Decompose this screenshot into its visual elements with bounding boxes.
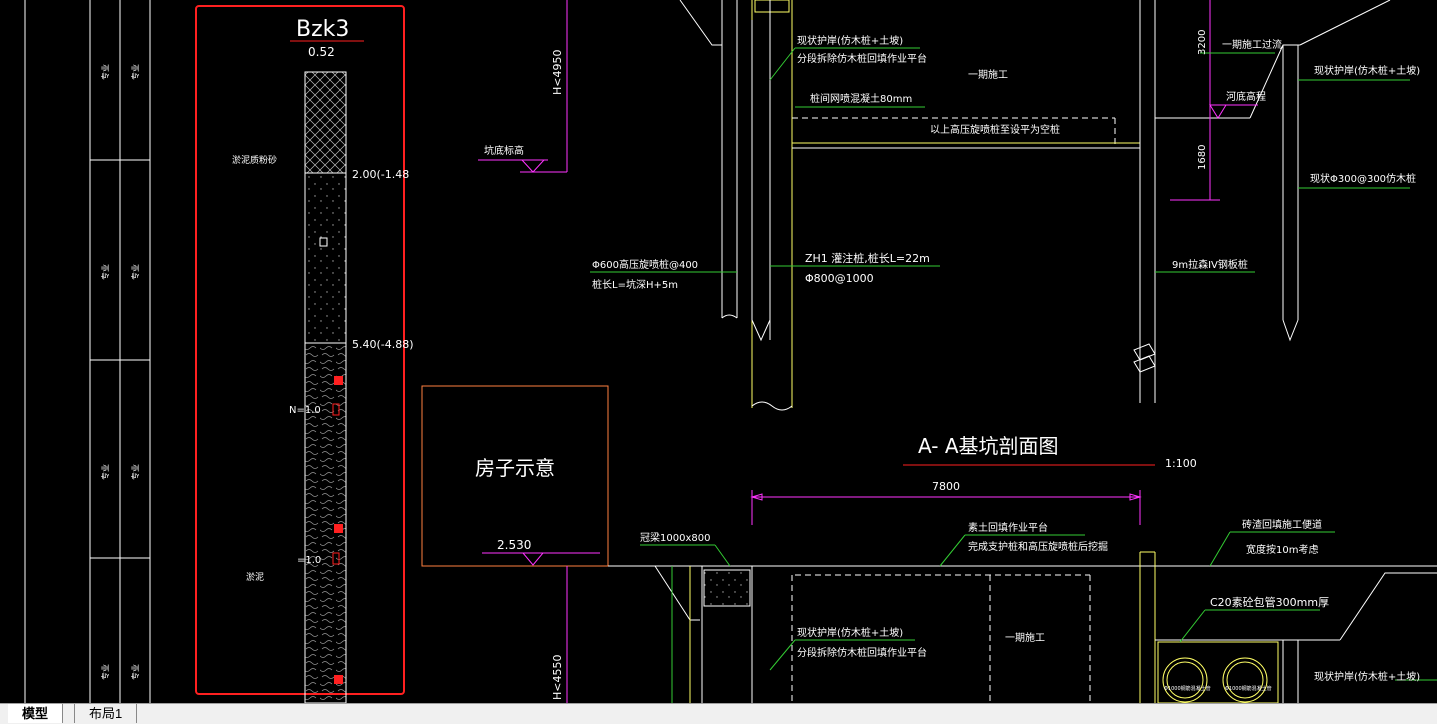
c20-label: C20素砼包管300mm厚 bbox=[1210, 595, 1329, 609]
section-scale: 1:100 bbox=[1165, 457, 1197, 470]
steel-sheet-label: 9m拉森IV钢板桩 bbox=[1172, 258, 1248, 271]
n-value-2: =1.0 bbox=[297, 555, 321, 566]
selection-highlight-box[interactable] bbox=[195, 5, 405, 695]
layout-tab-bar: 模型 布局1 bbox=[0, 703, 1437, 724]
borehole-title: Bzk3 bbox=[296, 17, 349, 42]
h-dim-label: H<4950 bbox=[551, 50, 564, 95]
pit-bottom-label: 坑底标高 bbox=[484, 144, 524, 157]
borehole-elevation: 0.52 bbox=[308, 45, 335, 59]
house-outline bbox=[421, 385, 609, 567]
demolish-label: 分段拆除仿木桩回填作业平台 bbox=[797, 52, 927, 65]
jet-grout-label: Φ600高压旋喷桩@400 bbox=[592, 258, 698, 271]
lower-section-lines bbox=[566, 490, 1437, 703]
house-label: 房子示意 bbox=[475, 456, 555, 480]
upper-section-lines bbox=[478, 0, 1410, 411]
riverbed-label: 河底高程 bbox=[1226, 90, 1266, 103]
layer1-label: 淤泥质粉砂 bbox=[232, 154, 277, 166]
cad-drawing-canvas[interactable]: 专业 专业 专业 专业 专业 专业 专业 专业 Bzk3 0.52 淤泥质粉砂 … bbox=[0, 0, 1437, 703]
beam-label: 冠梁1000x800 bbox=[640, 531, 710, 544]
strip-cell-label: 专业 bbox=[100, 264, 110, 280]
section-title: A- A基坑剖面图 bbox=[918, 434, 1059, 458]
strip-cell-label: 专业 bbox=[130, 664, 140, 680]
road-label-2: 宽度按10m考虑 bbox=[1246, 543, 1318, 556]
n-value-1: N=1.0 bbox=[289, 405, 321, 416]
house-elev-triangle bbox=[521, 552, 545, 566]
tab-layout1[interactable]: 布局1 bbox=[74, 704, 138, 723]
jet-length-label: 桩长L=坑深H+5m bbox=[592, 278, 678, 291]
strip-cell-label: 专业 bbox=[100, 64, 110, 80]
borehole-column bbox=[304, 71, 347, 703]
strip-cell-label: 专业 bbox=[100, 464, 110, 480]
dim-7800: 7800 bbox=[932, 480, 960, 493]
revet-right-label: 现状护岸(仿木桩+土坡) bbox=[1314, 64, 1420, 77]
zh1-label: ZH1 灌注桩,桩长L=22m bbox=[805, 251, 930, 265]
left-table-strip bbox=[24, 0, 151, 703]
dim-1680: 1680 bbox=[1197, 145, 1208, 170]
layer2-label: 淤泥 bbox=[246, 571, 264, 583]
revet-right-label-lower: 现状护岸(仿木桩+土坡) bbox=[1314, 670, 1420, 683]
phase1-label: 一期施工 bbox=[968, 68, 1008, 81]
dig-after-label: 完成支护桩和高压旋喷桩后挖掘 bbox=[968, 540, 1108, 553]
strip-cell-label: 专业 bbox=[100, 664, 110, 680]
jet-above-label: 以上高压旋喷桩至设平为空桩 bbox=[930, 123, 1060, 136]
strip-cell-label: 专业 bbox=[130, 464, 140, 480]
fill-platform-label: 素土回填作业平台 bbox=[968, 521, 1048, 534]
dim-3200: 3200 bbox=[1197, 30, 1208, 55]
timber-pile-label: 现状Φ300@300仿木桩 bbox=[1310, 172, 1416, 185]
road-label-1: 砖渣回填施工便道 bbox=[1242, 518, 1322, 531]
depth2-label: 5.40(-4.88) bbox=[352, 338, 414, 351]
revet-label-lower: 现状护岸(仿木桩+土坡) bbox=[797, 626, 903, 639]
strip-cell-label: 专业 bbox=[130, 264, 140, 280]
demolish-label-lower: 分段拆除仿木桩回填作业平台 bbox=[797, 646, 927, 659]
pipe1-label: Φ1000钢筋混凝土管 bbox=[1164, 685, 1211, 692]
sample-markers bbox=[332, 376, 343, 684]
depth1-label: 2.00(-1.48 bbox=[352, 168, 409, 181]
diversion-label: 一期施工过流 bbox=[1222, 38, 1282, 51]
zh1-spacing-label: Φ800@1000 bbox=[805, 272, 874, 285]
mesh-label: 桩间网喷混凝土80mm bbox=[810, 92, 912, 105]
h-dim-label-lower: H<4550 bbox=[551, 655, 564, 700]
phase1-label-lower: 一期施工 bbox=[1005, 631, 1045, 644]
tab-model[interactable]: 模型 bbox=[8, 704, 64, 723]
revet-label: 现状护岸(仿木桩+土坡) bbox=[797, 34, 903, 47]
strip-cell-label: 专业 bbox=[130, 64, 140, 80]
pipe2-label: Φ1000钢筋混凝土管 bbox=[1225, 685, 1272, 692]
house-elevation: 2.530 bbox=[497, 538, 531, 552]
